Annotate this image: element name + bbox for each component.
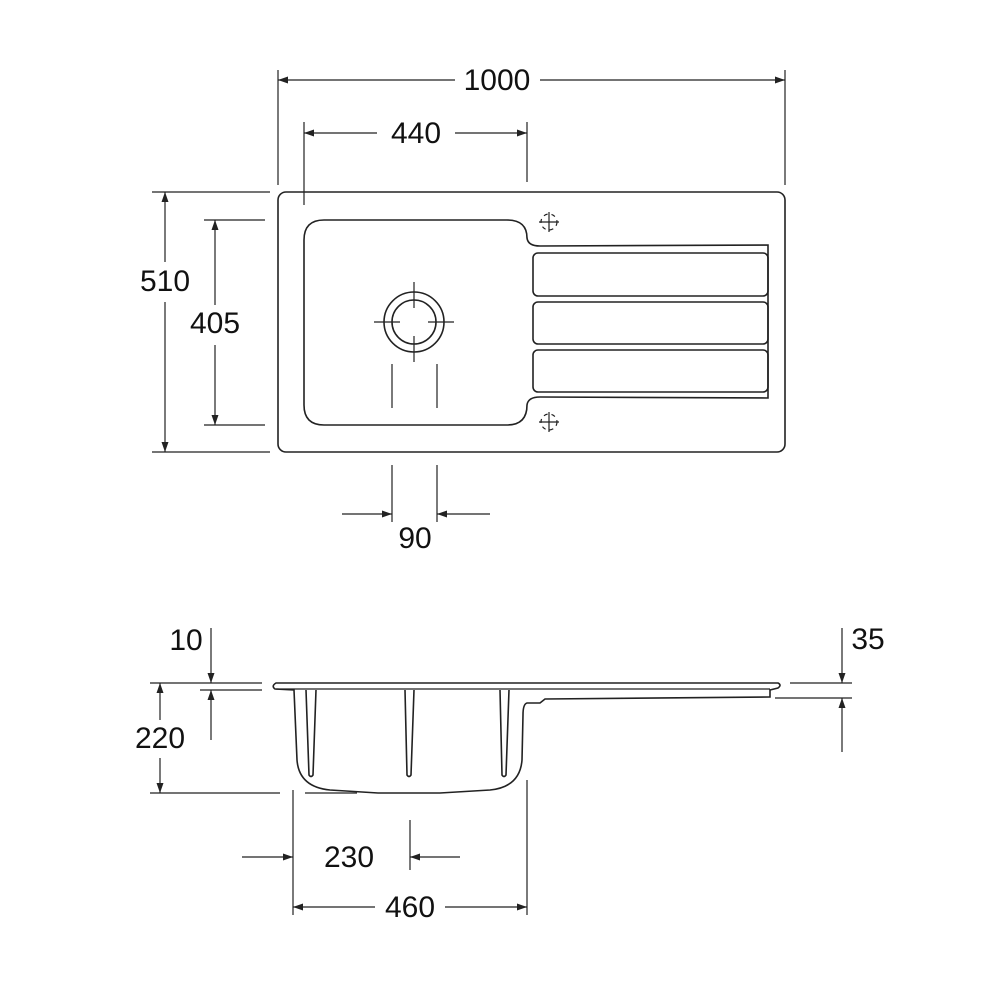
drainer-rib-3 <box>532 349 769 393</box>
tap-hole-mark-icon <box>539 212 559 232</box>
dim-bowl-depth: 405 <box>190 307 240 340</box>
dim-overall-width: 1000 <box>464 64 531 97</box>
bowl-rib <box>499 689 510 778</box>
dim-rim-thickness: 10 <box>169 624 202 657</box>
bowl-outline <box>303 219 769 426</box>
dim-waste-center: 230 <box>324 841 374 874</box>
dim-waste-offset: 90 <box>398 522 431 555</box>
sink-outline <box>277 191 786 453</box>
dim-bowl-width: 440 <box>391 117 441 150</box>
dim-bowl-outer-width: 460 <box>385 891 435 924</box>
side-view: 10 220 35 230 460 <box>135 623 885 924</box>
drainer-rib-2 <box>532 301 769 345</box>
dim-bowl-height: 220 <box>135 722 185 755</box>
drain-icon <box>374 282 454 408</box>
top-view: 1000 440 510 405 90 <box>140 64 786 555</box>
bowl-rib <box>404 689 415 778</box>
bowl-rib <box>305 689 317 778</box>
drainer-rib-1 <box>532 252 769 297</box>
sink-profile <box>272 682 781 794</box>
dim-overall-depth: 510 <box>140 265 190 298</box>
tap-hole-mark-icon <box>539 412 559 432</box>
dim-drainer-thickness: 35 <box>851 623 884 656</box>
